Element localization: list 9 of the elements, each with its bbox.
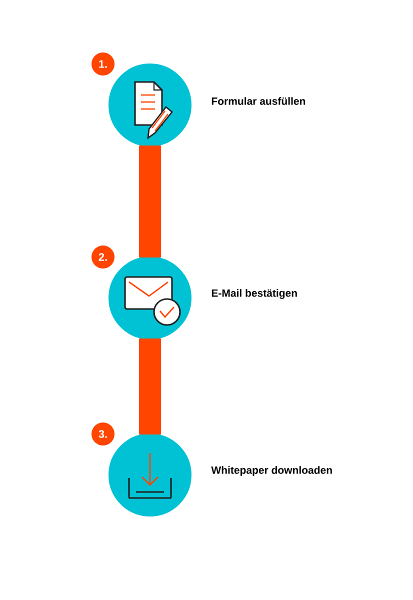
connector-bar [139, 146, 161, 258]
step-label: Formular ausfüllen [212, 97, 306, 105]
connector-bar [139, 338, 161, 434]
step-label: E-Mail bestätigen [212, 289, 297, 299]
step-number: 1. [92, 52, 114, 76]
step-circle [108, 432, 192, 518]
step-label: Whitepaper downloaden [211, 466, 332, 476]
step-number: 3. [92, 422, 114, 446]
step-number: 2. [92, 246, 114, 268]
